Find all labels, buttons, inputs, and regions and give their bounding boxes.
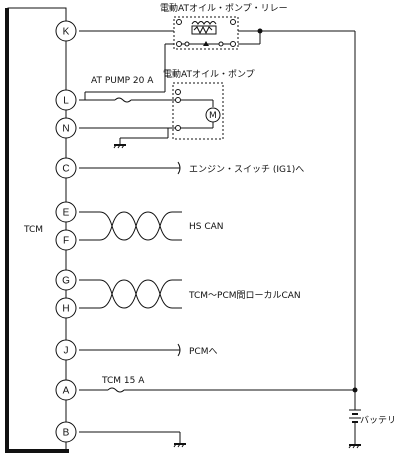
pin-label: H — [62, 304, 69, 315]
pin-l: L — [55, 89, 77, 111]
battery-symbol — [348, 390, 361, 449]
twisted-pair-hs — [99, 211, 173, 241]
pin-label: B — [63, 428, 70, 439]
pin-n: N — [55, 117, 77, 139]
pin-f: F — [55, 229, 77, 251]
pin-b: B — [55, 421, 77, 443]
ignition-label: エンジン・スイッチ (IG1)へ — [189, 164, 304, 175]
fuse-pump — [114, 97, 132, 103]
pin-g: G — [55, 269, 77, 291]
fuse-tcm-label: TCM 15 A — [101, 376, 145, 386]
junction-dot — [257, 28, 263, 34]
pump-relay: 電動ATオイル・ポンプ・リレー — [160, 3, 288, 50]
pin-label: F — [63, 236, 69, 247]
pin-label: G — [62, 276, 70, 287]
pump-label: 電動ATオイル・ポンプ — [163, 69, 255, 80]
pcm-label: PCMへ — [189, 347, 217, 357]
battery-label: バッテリ — [360, 415, 396, 426]
tcm-box-bottom-bar — [5, 449, 69, 453]
tcm-label: TCM — [23, 225, 43, 235]
pin-k: K — [55, 20, 77, 42]
pin-label: N — [62, 124, 69, 135]
pin-label: A — [63, 386, 70, 397]
ground-symbol — [113, 138, 126, 149]
fuse-tcm — [107, 387, 125, 393]
local-can-label: TCM～PCM間ローカルCAN — [188, 290, 301, 301]
pin-label: E — [63, 208, 70, 219]
pump-connector — [172, 82, 224, 140]
tcm-box-left-bar — [5, 8, 9, 453]
relay-label: 電動ATオイル・ポンプ・リレー — [160, 3, 288, 14]
pin-label: K — [63, 27, 70, 38]
ground-symbol — [173, 443, 186, 448]
pin-h: H — [55, 297, 77, 319]
pin-e: E — [55, 201, 77, 223]
twisted-pair-local — [99, 279, 173, 309]
pin-a: A — [55, 379, 77, 401]
pin-c: C — [55, 157, 77, 179]
pin-label: L — [63, 96, 69, 107]
motor-label: M — [209, 111, 217, 121]
hs-can-label: HS CAN — [189, 222, 224, 232]
pin-j: J — [55, 339, 77, 361]
fuse-pump-label: AT PUMP 20 A — [91, 76, 154, 86]
pin-label: J — [64, 346, 69, 357]
pin-label: C — [62, 164, 69, 175]
